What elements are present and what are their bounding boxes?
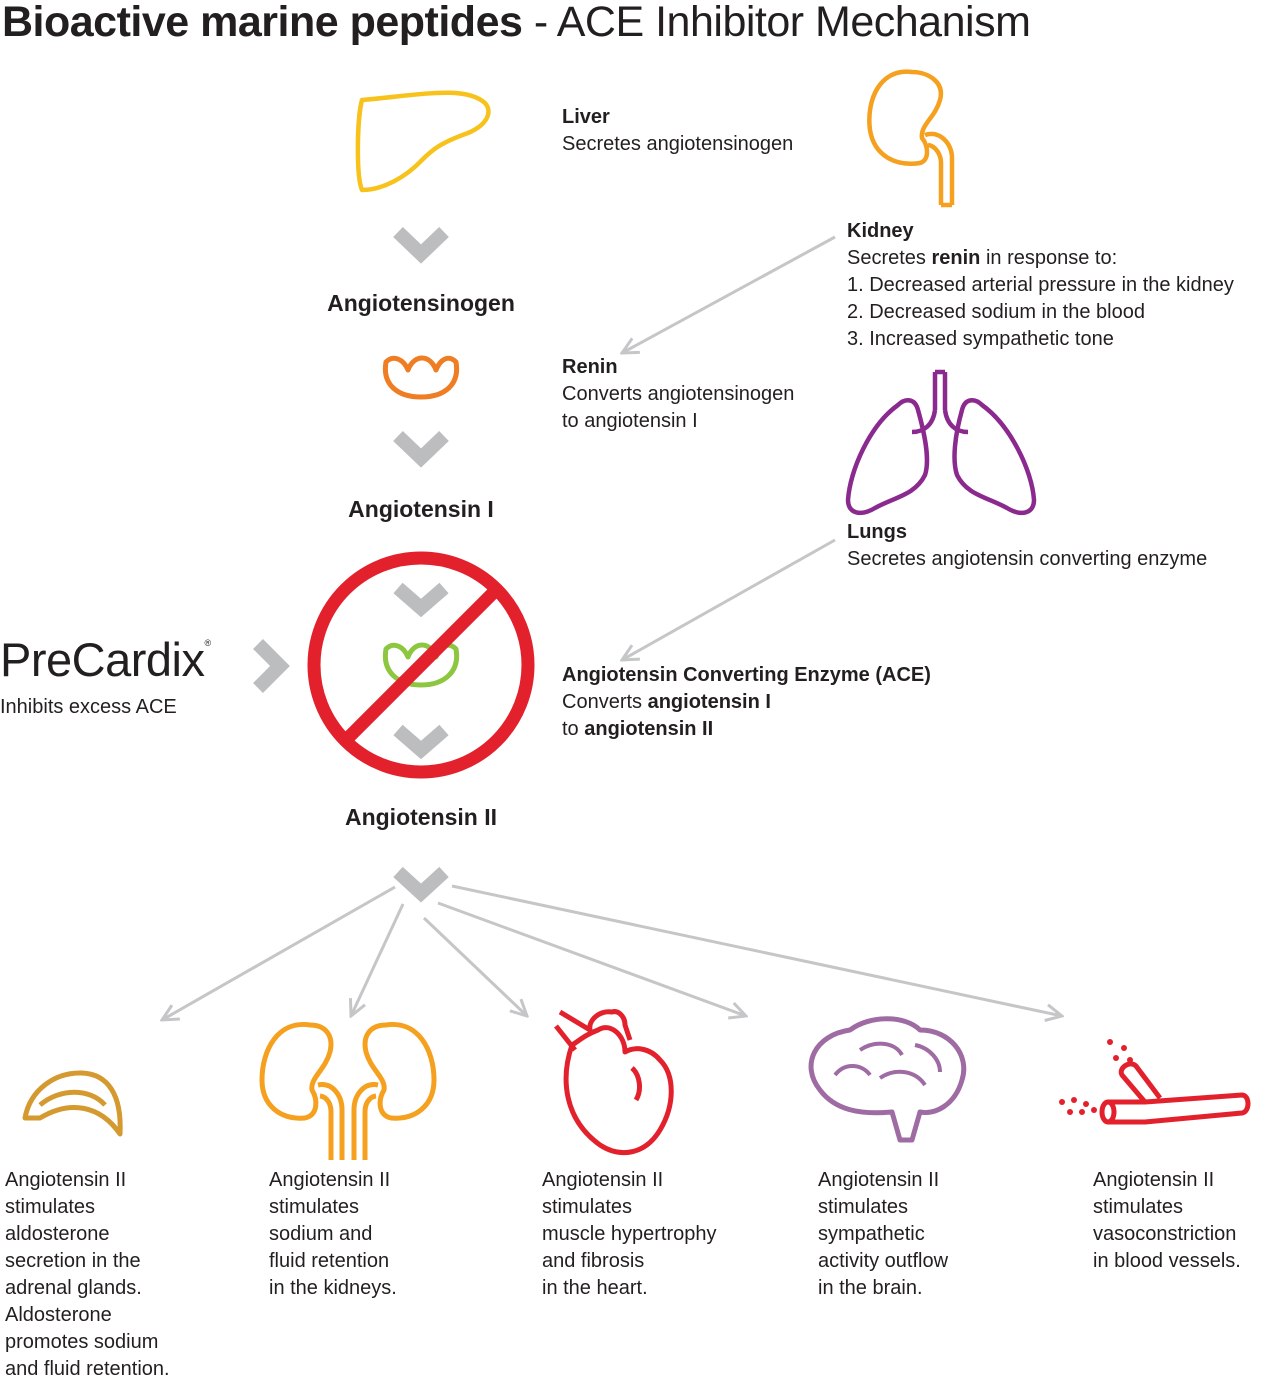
kidney-heading: Kidney bbox=[847, 220, 914, 242]
lungs-info: Lungs Secretes angiotensin converting en… bbox=[847, 519, 1207, 573]
chevron-down-icon bbox=[393, 724, 449, 760]
ace-line-2: to angiotensin II bbox=[562, 716, 931, 743]
brain-icon bbox=[808, 1016, 967, 1143]
effect-line: Angiotensin II bbox=[542, 1169, 664, 1191]
title-regular: - ACE Inhibitor Mechanism bbox=[533, 0, 1031, 46]
chevron-down-icon bbox=[393, 226, 449, 264]
no-sign-icon bbox=[307, 551, 535, 779]
arrow-to-heart bbox=[422, 916, 527, 1016]
effect-vessel: Angiotensin II stimulates vasoconstricti… bbox=[1093, 1167, 1241, 1275]
kidney-info: Kidney Secretes renin in response to: 1.… bbox=[847, 218, 1234, 353]
kidney-text-bold: renin bbox=[931, 247, 981, 269]
effect-line: sodium and bbox=[269, 1223, 373, 1245]
effect-line: in the kidneys. bbox=[269, 1277, 397, 1299]
effect-line: and fluid retention. bbox=[5, 1358, 170, 1380]
angiotensin-i-label: Angiotensin I bbox=[348, 496, 494, 522]
liver-text: Secretes angiotensinogen bbox=[562, 133, 794, 155]
renin-info: Renin Converts angiotensinogen to angiot… bbox=[562, 354, 794, 435]
effect-line: stimulates bbox=[818, 1196, 909, 1218]
effect-line: Aldosterone bbox=[5, 1304, 112, 1326]
kidney-item-1: 1. Decreased arterial pressure in the ki… bbox=[847, 274, 1234, 296]
effect-line: Angiotensin II bbox=[818, 1169, 940, 1191]
effect-line: aldosterone bbox=[5, 1223, 110, 1245]
arrow-to-adrenal bbox=[162, 885, 396, 1020]
effect-line: in the heart. bbox=[542, 1277, 648, 1299]
kidney-text-after: in response to: bbox=[980, 247, 1118, 269]
arrow-to-vessel bbox=[451, 884, 1062, 1016]
kidneys-icon bbox=[259, 1022, 437, 1160]
liver-icon bbox=[355, 90, 491, 193]
kidney-item-2: 2. Decreased sodium in the blood bbox=[847, 301, 1145, 323]
effect-line: fluid retention bbox=[269, 1250, 390, 1272]
chevron-down-icon bbox=[393, 430, 449, 468]
renin-line-1: Converts angiotensinogen bbox=[562, 383, 795, 405]
ace-heading: Angiotensin Converting Enzyme (ACE) bbox=[562, 664, 931, 686]
chevron-down-icon bbox=[393, 866, 449, 903]
effect-line: in blood vessels. bbox=[1093, 1250, 1241, 1272]
effect-line: stimulates bbox=[269, 1196, 360, 1218]
effect-heart: Angiotensin II stimulates muscle hypertr… bbox=[542, 1167, 717, 1302]
kidney-item-3: 3. Increased sympathetic tone bbox=[847, 328, 1114, 350]
effect-line: stimulates bbox=[542, 1196, 633, 1218]
precardix-logo: PreCardix® bbox=[0, 632, 211, 687]
effect-line: stimulates bbox=[1093, 1196, 1184, 1218]
effect-line: stimulates bbox=[5, 1196, 96, 1218]
kidney-text: Secretes renin in response to: bbox=[847, 245, 1234, 272]
effect-line: vasoconstriction bbox=[1093, 1223, 1237, 1245]
lungs-heading: Lungs bbox=[847, 521, 907, 543]
arrow-to-brain bbox=[437, 901, 746, 1016]
brand-name: PreCardix bbox=[0, 633, 205, 686]
lungs-text: Secretes angiotensin converting enzyme bbox=[847, 548, 1208, 570]
blood-vessel-icon bbox=[1059, 1039, 1251, 1125]
kidney-to-renin-arrow bbox=[622, 235, 836, 353]
chevron-down-icon bbox=[393, 582, 449, 618]
effect-line: Angiotensin II bbox=[1093, 1169, 1215, 1191]
liver-info: Liver Secretes angiotensinogen bbox=[562, 104, 793, 158]
effect-line: sympathetic bbox=[818, 1223, 925, 1245]
kidney-text-before: Secretes bbox=[847, 247, 932, 269]
heart-icon bbox=[554, 1009, 674, 1155]
effect-line: adrenal glands. bbox=[5, 1277, 142, 1299]
effect-line: promotes sodium bbox=[5, 1331, 159, 1353]
ace-line-1: Converts angiotensin I bbox=[562, 689, 931, 716]
effect-line: and fibrosis bbox=[542, 1250, 645, 1272]
effect-line: muscle hypertrophy bbox=[542, 1223, 717, 1245]
effect-line: Angiotensin II bbox=[269, 1169, 391, 1191]
renin-heading: Renin bbox=[562, 356, 618, 378]
renin-enzyme-icon bbox=[382, 355, 460, 400]
chevron-right-icon bbox=[253, 639, 290, 693]
lungs-to-ace-arrow bbox=[622, 538, 836, 660]
ace-line-2-pre: to bbox=[562, 718, 585, 740]
adrenal-gland-icon bbox=[22, 1070, 123, 1137]
ace-line-2-bold: angiotensin II bbox=[584, 718, 714, 740]
brand-mark: ® bbox=[204, 638, 211, 648]
renin-line-2: to angiotensin I bbox=[562, 410, 698, 432]
effect-kidneys: Angiotensin II stimulates sodium and flu… bbox=[269, 1167, 397, 1302]
angiotensinogen-label: Angiotensinogen bbox=[327, 290, 515, 316]
lungs-icon bbox=[845, 369, 1037, 516]
effect-line: secretion in the bbox=[5, 1250, 141, 1272]
ace-line-1-pre: Converts bbox=[562, 691, 648, 713]
liver-heading: Liver bbox=[562, 106, 610, 128]
kidney-icon bbox=[867, 69, 955, 208]
effect-line: Angiotensin II bbox=[5, 1169, 127, 1191]
effect-adrenal: Angiotensin II stimulates aldosterone se… bbox=[5, 1167, 170, 1383]
effect-line: activity outflow bbox=[818, 1250, 949, 1272]
title-bold: Bioactive marine peptides bbox=[2, 0, 523, 46]
brand-tagline: Inhibits excess ACE bbox=[0, 696, 177, 718]
ace-line-1-bold: angiotensin I bbox=[647, 691, 771, 713]
arrow-to-kidneys bbox=[351, 903, 405, 1016]
angiotensin-ii-label: Angiotensin II bbox=[344, 804, 498, 830]
page-title: Bioactive marine peptides - ACE Inhibito… bbox=[2, 0, 1031, 47]
ace-info: Angiotensin Converting Enzyme (ACE) Conv… bbox=[562, 662, 931, 743]
effect-brain: Angiotensin II stimulates sympathetic ac… bbox=[818, 1167, 948, 1302]
effect-line: in the brain. bbox=[818, 1277, 923, 1299]
